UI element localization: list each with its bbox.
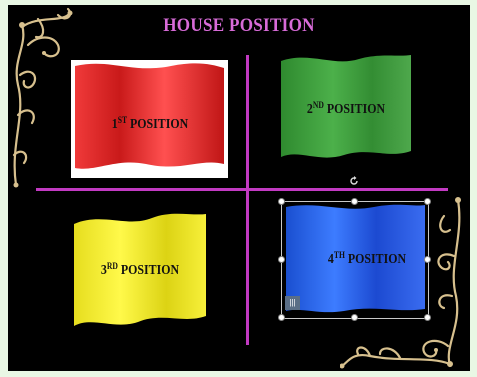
position-label: 1ST POSITION [111, 115, 187, 133]
selection-frame[interactable] [281, 201, 429, 319]
third-position-flag[interactable]: 3RD POSITION [72, 212, 208, 330]
horizontal-divider [36, 188, 448, 191]
page-title: HOUSE POSITION [31, 15, 447, 37]
rotate-icon[interactable] [349, 176, 359, 186]
position-suffix: ND [313, 100, 324, 110]
position-suffix: ST [117, 115, 126, 125]
resize-handle-bottom[interactable] [351, 314, 358, 321]
resize-handle-top-left[interactable] [278, 198, 285, 205]
position-number: 1 [111, 117, 117, 132]
resize-handle-top[interactable] [351, 198, 358, 205]
position-label: 3RD POSITION [101, 261, 179, 279]
position-word: POSITION [327, 102, 385, 117]
second-position-flag[interactable]: 2ND POSITION [279, 53, 413, 163]
vertical-divider [246, 55, 249, 345]
position-word: POSITION [130, 117, 188, 132]
resize-handle-top-right[interactable] [424, 198, 431, 205]
position-word: POSITION [121, 263, 179, 278]
position-suffix: RD [107, 261, 118, 271]
first-position-flag[interactable]: 1ST POSITION [71, 60, 228, 178]
position-label: 2ND POSITION [307, 100, 385, 118]
resize-handle-right[interactable] [424, 256, 431, 263]
resize-handle-bottom-left[interactable] [278, 314, 285, 321]
slide-canvas: HOUSE POSITION 1ST POSITION [8, 5, 470, 371]
resize-handle-left[interactable] [278, 256, 285, 263]
selection-tag[interactable]: ||| [285, 296, 300, 310]
resize-handle-bottom-right[interactable] [424, 314, 431, 321]
